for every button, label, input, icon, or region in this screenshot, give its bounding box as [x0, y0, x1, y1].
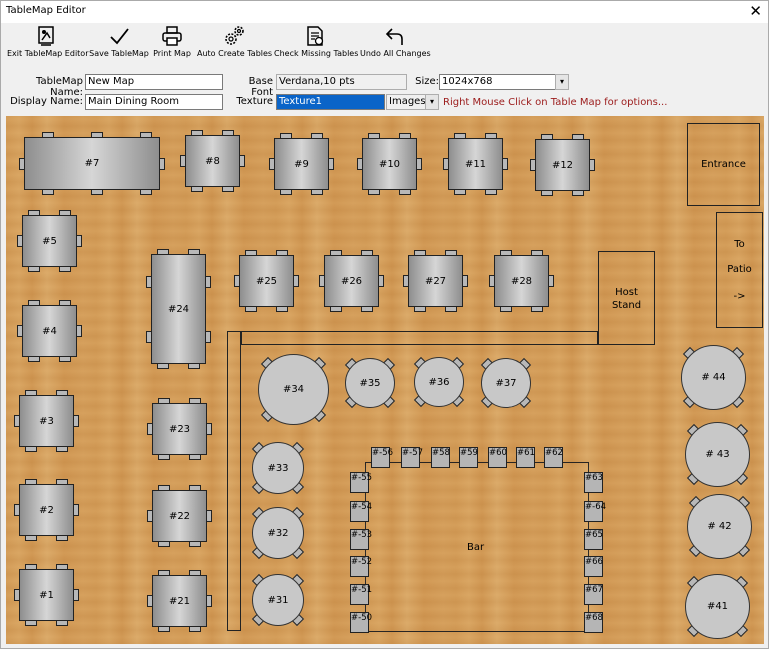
save-tablemap-label: Save TableMap [89, 49, 149, 58]
patio-label-to: To [734, 239, 745, 250]
auto-create-tables-label: Auto Create Tables [197, 49, 273, 58]
table-map-canvas[interactable]: Entrance To Patio -> Host Stand Bar #7 #8… [6, 116, 764, 644]
rect-table[interactable]: #7 [24, 137, 160, 190]
chevron-down-icon[interactable]: ▾ [555, 74, 569, 90]
document-check-icon [307, 26, 324, 46]
bar-seat[interactable]: #-64 [584, 501, 606, 522]
bar-seat[interactable]: #59 [459, 447, 478, 468]
bar-seat[interactable]: #-55 [350, 472, 372, 493]
patio-label-patio: Patio [727, 264, 752, 275]
rect-table[interactable]: #5 [22, 215, 77, 267]
undo-all-changes-button[interactable]: Undo All Changes [360, 25, 431, 58]
texture-field[interactable]: Texture1 [276, 94, 385, 110]
rect-table[interactable]: #25 [239, 255, 294, 307]
bar-label: Bar [467, 542, 485, 553]
rect-table[interactable]: #22 [152, 490, 207, 542]
rect-table[interactable]: #8 [185, 135, 240, 187]
right-click-hint: Right Mouse Click on Table Map for optio… [443, 97, 668, 108]
bar-seat[interactable]: #-54 [350, 501, 372, 522]
bar-seat[interactable]: #-52 [350, 556, 372, 577]
tablemap-name-label: TableMap Name: [36, 76, 83, 98]
host-stand-label-stand: Stand [611, 300, 642, 311]
host-stand-label-host: Host [615, 287, 638, 298]
close-icon[interactable]: ✕ [749, 2, 762, 20]
round-table[interactable]: # 42 [687, 494, 752, 559]
check-missing-tables-label: Check Missing Tables [274, 49, 359, 58]
undo-arrow-icon [385, 28, 403, 45]
display-name-field[interactable]: Main Dining Room [85, 94, 223, 110]
images-dropdown[interactable]: Images [386, 94, 426, 110]
rect-table[interactable]: #10 [362, 138, 417, 190]
round-table[interactable]: # 43 [685, 422, 750, 487]
bar-seat[interactable]: #-56 [371, 447, 393, 468]
size-label: Size: [415, 76, 439, 87]
window-title: TableMap Editor [6, 5, 86, 16]
bar-seat[interactable]: #65 [584, 529, 603, 550]
display-name-label: Display Name: [10, 96, 83, 107]
chevron-down-icon[interactable]: ▾ [425, 94, 439, 110]
exit-editor-label: Exit TableMap Editor [7, 49, 89, 58]
host-stand[interactable] [598, 251, 655, 345]
rect-table[interactable]: #12 [535, 139, 590, 191]
rect-table[interactable]: #2 [19, 484, 74, 536]
print-map-button[interactable]: Print Map [153, 25, 191, 58]
bar-wall-horizontal[interactable] [241, 331, 598, 345]
rect-table[interactable]: #24 [151, 254, 206, 364]
save-tablemap-button[interactable]: Save TableMap [89, 25, 149, 58]
patio-area[interactable] [716, 212, 763, 328]
round-table[interactable]: #36 [414, 357, 464, 407]
rect-table[interactable]: #4 [22, 305, 77, 357]
rect-table[interactable]: #3 [19, 395, 74, 447]
tablemap-name-field[interactable]: New Map [85, 74, 223, 90]
round-table[interactable]: #34 [258, 354, 329, 425]
rect-table[interactable]: #28 [494, 255, 549, 307]
bar-wall-vertical[interactable] [227, 331, 241, 631]
round-table[interactable]: #32 [252, 507, 304, 559]
exit-editor-button[interactable]: Exit TableMap Editor [7, 25, 89, 58]
round-table[interactable]: #31 [252, 574, 304, 626]
patio-label-arrow: -> [733, 291, 746, 302]
rect-table[interactable]: #26 [324, 255, 379, 307]
bar-seat[interactable]: #67 [584, 584, 603, 605]
size-dropdown[interactable]: 1024x768 [439, 74, 557, 90]
entrance-area[interactable] [687, 123, 760, 206]
round-table[interactable]: #35 [345, 358, 395, 408]
bar-seat[interactable]: #-50 [350, 612, 372, 633]
base-font-label: Base Font [248, 76, 273, 98]
texture-label: Texture [236, 96, 273, 107]
rect-table[interactable]: #21 [152, 575, 207, 627]
rect-table[interactable]: #11 [448, 138, 503, 190]
auto-create-tables-button[interactable]: Auto Create Tables [197, 25, 273, 58]
round-table[interactable]: # 44 [681, 345, 746, 410]
checkmark-icon [110, 28, 129, 45]
round-table[interactable]: #41 [685, 574, 750, 639]
round-table[interactable]: #33 [252, 442, 304, 494]
bar-seat[interactable]: #-53 [350, 529, 372, 550]
bar-seat[interactable]: #61 [516, 447, 535, 468]
entrance-label: Entrance [701, 159, 746, 170]
rect-table[interactable]: #23 [152, 403, 207, 455]
toolbar: Exit TableMap Editor Save TableMap Print… [1, 23, 768, 67]
bar-seat[interactable]: #68 [584, 612, 603, 633]
exit-editor-icon [38, 26, 54, 46]
bar-seat[interactable]: #63 [584, 472, 603, 493]
bar-seat[interactable]: #58 [431, 447, 450, 468]
base-font-field[interactable]: Verdana,10 pts [276, 74, 407, 90]
round-table[interactable]: #37 [481, 358, 531, 408]
print-map-label: Print Map [153, 49, 191, 58]
rect-table[interactable]: #27 [408, 255, 463, 307]
title-bar: TableMap Editor ✕ [1, 1, 768, 23]
rect-table[interactable]: #9 [274, 138, 329, 190]
undo-all-changes-label: Undo All Changes [360, 49, 431, 58]
bar-seat[interactable]: #66 [584, 556, 603, 577]
gears-icon [225, 26, 244, 45]
bar-seat[interactable]: #-57 [401, 447, 423, 468]
bar-seat[interactable]: #60 [488, 447, 507, 468]
check-missing-tables-button[interactable]: Check Missing Tables [274, 25, 359, 58]
bar-seat[interactable]: #-51 [350, 584, 372, 605]
bar-seat[interactable]: #62 [544, 447, 563, 468]
rect-table[interactable]: #1 [19, 569, 74, 621]
printer-icon [162, 26, 182, 46]
